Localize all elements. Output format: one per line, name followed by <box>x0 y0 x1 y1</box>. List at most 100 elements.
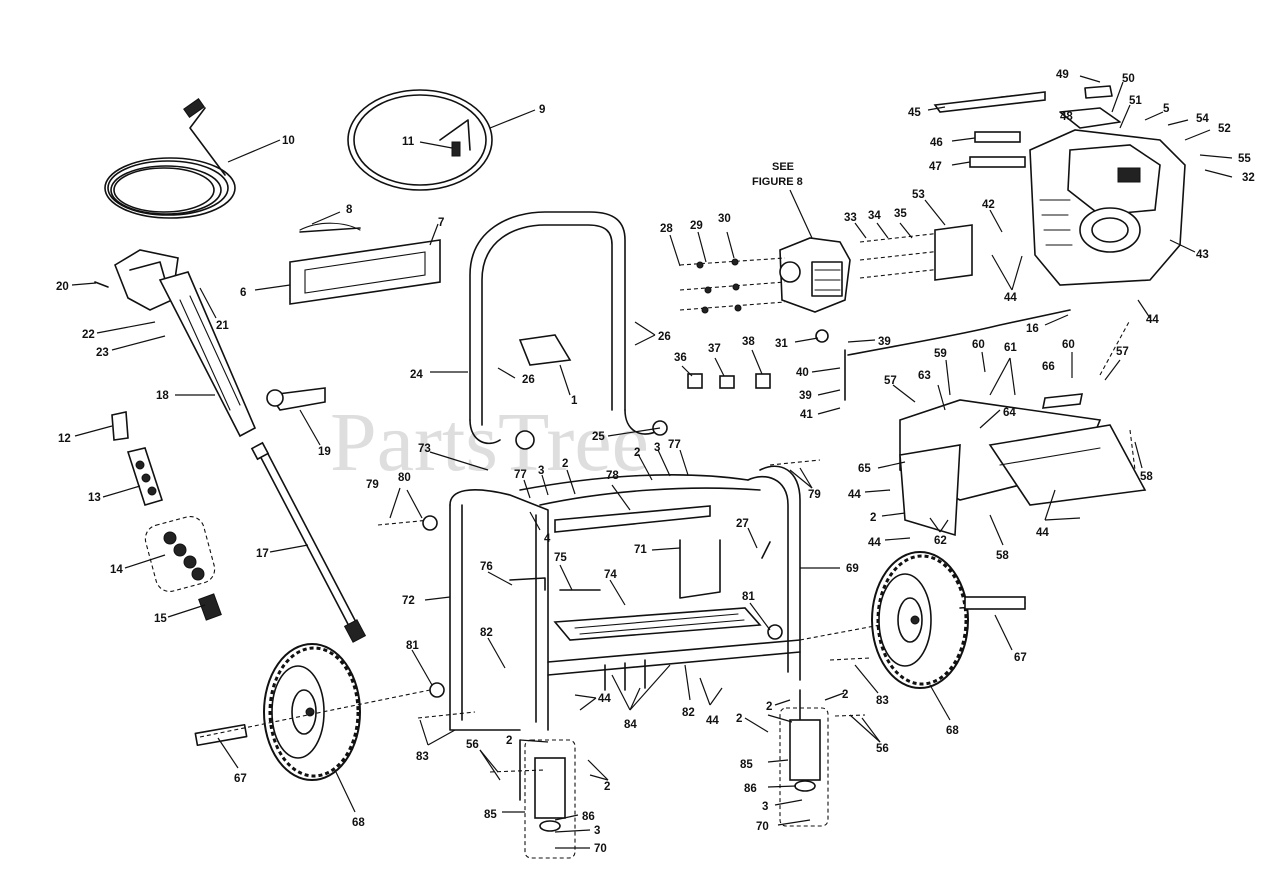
callout-23: 23 <box>96 347 109 359</box>
callout-80: 80 <box>398 472 411 484</box>
wheel-right <box>871 551 969 689</box>
callout-41: 41 <box>800 409 813 421</box>
callout-26a: 26 <box>658 331 671 343</box>
watermark: PartsTree <box>330 396 649 489</box>
callout-76: 76 <box>480 561 493 573</box>
callout-64: 64 <box>1003 407 1016 419</box>
callout-70a: 70 <box>594 843 607 855</box>
callout-40: 40 <box>796 367 809 379</box>
callout-3c: 3 <box>594 825 600 837</box>
callout-68a: 68 <box>946 725 959 737</box>
callout-20: 20 <box>56 281 69 293</box>
callout-46: 46 <box>930 137 943 149</box>
callout-13: 13 <box>88 492 101 504</box>
callout-19: 19 <box>318 446 331 458</box>
callout-24: 24 <box>410 369 423 381</box>
callout-86b: 86 <box>744 783 757 795</box>
callout-60b: 60 <box>1062 339 1075 351</box>
callout-28: 28 <box>660 223 673 235</box>
callout-58a: 58 <box>1140 471 1153 483</box>
callout-59: 59 <box>934 348 947 360</box>
callout-44e: 44 <box>1036 527 1049 539</box>
callout-10: 10 <box>282 135 295 147</box>
callout-50: 50 <box>1122 73 1135 85</box>
callout-44c: 44 <box>848 489 861 501</box>
callout-73: 73 <box>418 443 431 455</box>
callout-25: 25 <box>592 431 605 443</box>
callout-81b: 81 <box>406 640 419 652</box>
callout-5: 5 <box>1163 103 1170 115</box>
decal-47 <box>969 156 1026 168</box>
fittings <box>687 373 771 389</box>
pump-bolts <box>679 257 786 314</box>
callout-44a: 44 <box>1004 292 1017 304</box>
foot-right <box>779 707 829 827</box>
callout-86a: 86 <box>582 811 595 823</box>
callout-34: 34 <box>868 210 881 222</box>
callout-85b: 85 <box>740 759 753 771</box>
callout-56a: 56 <box>466 739 479 751</box>
callout-82b: 82 <box>682 707 695 719</box>
callout-17: 17 <box>256 548 269 560</box>
callout-52: 52 <box>1218 123 1231 135</box>
see-note-line2: FIGURE 8 <box>752 176 803 188</box>
callout-60a: 60 <box>972 339 985 351</box>
callout-75: 75 <box>554 552 567 564</box>
callout-3a: 3 <box>654 442 660 454</box>
cable-16 <box>847 309 1071 356</box>
callout-69: 69 <box>846 563 859 575</box>
callout-39a: 39 <box>878 336 891 348</box>
callout-22: 22 <box>82 329 95 341</box>
callout-74: 74 <box>604 569 617 581</box>
callout-63: 63 <box>918 370 931 382</box>
callout-85a: 85 <box>484 809 497 821</box>
callout-30: 30 <box>718 213 731 225</box>
callouts: 49 50 51 5 54 52 45 48 46 55 47 32 53 42… <box>56 69 1255 855</box>
callout-37: 37 <box>708 343 721 355</box>
callout-48: 48 <box>1060 111 1073 123</box>
callout-72: 72 <box>402 595 415 607</box>
callout-3d: 3 <box>762 801 768 813</box>
callout-35: 35 <box>894 208 907 220</box>
callout-33: 33 <box>844 212 857 224</box>
callout-9: 9 <box>539 104 545 116</box>
callout-84: 84 <box>624 719 637 731</box>
callout-6: 6 <box>240 287 246 299</box>
leader-lines <box>71 75 1233 849</box>
callout-44b: 44 <box>1146 314 1159 326</box>
engine <box>1029 107 1186 286</box>
callout-2f: 2 <box>604 781 610 793</box>
callout-2h: 2 <box>766 701 772 713</box>
callout-29: 29 <box>690 220 703 232</box>
callout-38: 38 <box>742 336 755 348</box>
callout-57b: 57 <box>884 375 897 387</box>
callout-18: 18 <box>156 390 169 402</box>
callout-77b: 77 <box>514 469 527 481</box>
callout-56b: 56 <box>876 743 889 755</box>
callout-2a: 2 <box>634 447 640 459</box>
callout-51: 51 <box>1129 95 1142 107</box>
see-note-line1: SEE <box>772 161 794 173</box>
callout-79a: 79 <box>366 479 379 491</box>
callout-11: 11 <box>402 136 415 148</box>
misc-hardware <box>266 334 871 773</box>
spray-wand <box>250 441 367 643</box>
callout-83b: 83 <box>416 751 429 763</box>
callout-67a: 67 <box>1014 652 1027 664</box>
callout-31: 31 <box>775 338 788 350</box>
callout-2e: 2 <box>506 735 512 747</box>
callout-2d: 2 <box>842 689 848 701</box>
callout-65: 65 <box>858 463 871 475</box>
callout-4: 4 <box>544 533 551 545</box>
callout-39b: 39 <box>799 390 812 402</box>
callout-44f: 44 <box>598 693 611 705</box>
callout-15: 15 <box>154 613 167 625</box>
callout-81a: 81 <box>742 591 755 603</box>
engine-mount-plate <box>899 319 1147 537</box>
callout-2c: 2 <box>870 512 876 524</box>
callout-71: 71 <box>634 544 647 556</box>
foot-left <box>524 739 576 859</box>
decal-46 <box>974 131 1021 143</box>
callout-62: 62 <box>934 535 947 547</box>
